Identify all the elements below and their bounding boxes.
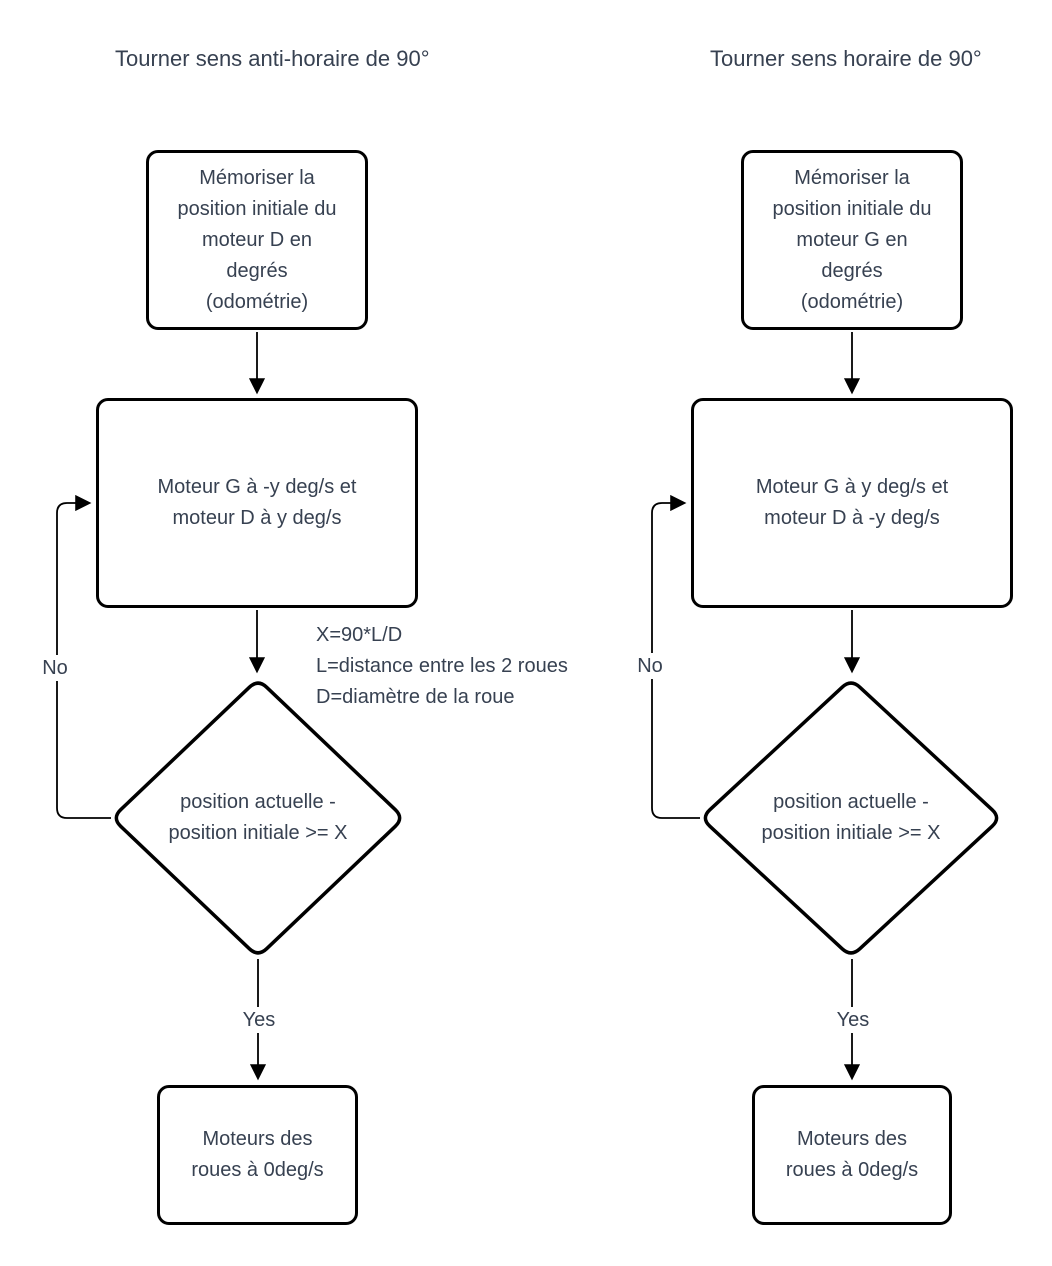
chart-title-left: Tourner sens anti-horaire de 90° <box>115 46 430 71</box>
no-edge-label-left: No <box>39 655 71 681</box>
motor-speed-node-right: Moteur G à y deg/s et moteur D à -y deg/… <box>691 398 1013 608</box>
stop-motors-node-right: Moteurs des roues à 0deg/s <box>752 1085 952 1225</box>
stop-motors-node-left: Moteurs des roues à 0deg/s <box>157 1085 358 1225</box>
decision-label-right: position actuelle - position initiale >=… <box>761 791 941 844</box>
yes-edge-label-right: Yes <box>833 1007 873 1033</box>
chart-title-right: Tourner sens horaire de 90° <box>710 46 982 71</box>
formula-annotation: X=90*L/D L=distance entre les 2 roues D=… <box>316 624 568 708</box>
yes-edge-label-left: Yes <box>239 1007 279 1033</box>
decision-label-left: position actuelle - position initiale >=… <box>168 791 348 844</box>
store-position-node-right: Mémoriser la position initiale du moteur… <box>741 150 963 330</box>
no-edge-label-right: No <box>634 653 666 679</box>
store-position-node-left: Mémoriser la position initiale du moteur… <box>146 150 368 330</box>
motor-speed-node-left: Moteur G à -y deg/s et moteur D à y deg/… <box>96 398 418 608</box>
